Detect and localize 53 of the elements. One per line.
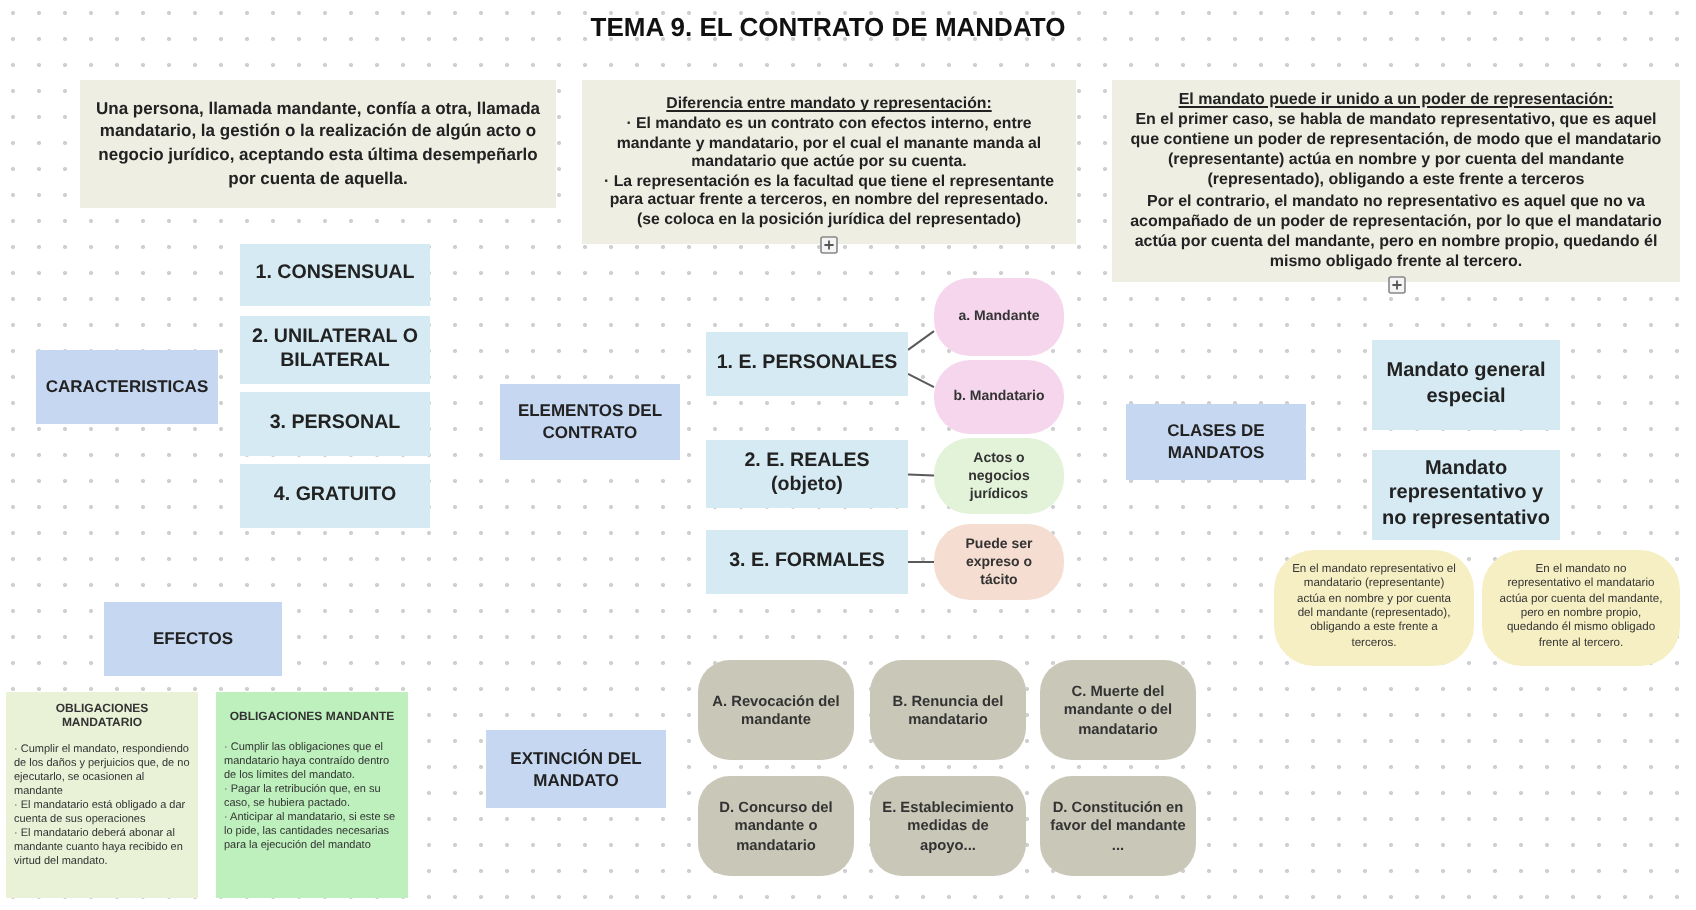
note-paragraph: Por el contrario, el mandato no representativo es aquel que no va acompañado de un poder de representación, por lo que el mandatario actúa por cuenta del mandante, pero en nombre propio, quedando él mismo obligado frente al tercero. bbox=[1128, 191, 1664, 273]
item-box bbox=[240, 316, 430, 384]
item-box bbox=[240, 392, 430, 456]
item-label: 3. E. FORMALES bbox=[729, 549, 885, 575]
rounded-note bbox=[1274, 550, 1474, 666]
rounded-box bbox=[870, 660, 1026, 760]
connector-line bbox=[907, 561, 935, 563]
rounded-box bbox=[698, 776, 854, 876]
category-box bbox=[486, 730, 666, 808]
connector-line bbox=[907, 330, 935, 351]
rounded-box bbox=[698, 660, 854, 760]
item-box bbox=[706, 332, 908, 396]
item-label: 1. E. PERSONALES bbox=[716, 351, 898, 377]
definition-text: Una persona, llamada mandante, confía a otra, llamada mandatario, la gestión o la realización de algún acto o negocio jurídico, aceptando esta última desempeñarlo por cuenta de aquella. bbox=[96, 97, 540, 191]
rounded-box bbox=[870, 776, 1026, 876]
explanation-note bbox=[1112, 80, 1680, 282]
item-box bbox=[1372, 340, 1560, 430]
note-heading: El mandato puede ir unido a un poder de representación: bbox=[1178, 89, 1614, 110]
category-box bbox=[1126, 404, 1306, 480]
item-label: 3. PERSONAL bbox=[269, 411, 401, 437]
item-label: 4. GRATUITO bbox=[273, 483, 397, 509]
category-label: EXTINCIÓN DEL MANDATO bbox=[508, 747, 644, 791]
category-box bbox=[36, 350, 218, 424]
item-box bbox=[706, 530, 908, 594]
item-box bbox=[240, 464, 430, 528]
rounded-note bbox=[1482, 550, 1680, 666]
item-label: 2. E. REALES (objeto) bbox=[742, 449, 872, 499]
category-label: CARACTERISTICAS bbox=[45, 376, 209, 398]
category-box bbox=[500, 384, 680, 460]
category-label: ELEMENTOS DEL CONTRATO bbox=[515, 400, 665, 444]
rounded-box bbox=[1040, 776, 1196, 876]
rounded-box bbox=[1040, 660, 1196, 760]
rounded-box bbox=[934, 438, 1064, 514]
item-box bbox=[240, 244, 430, 306]
explanation-note bbox=[582, 80, 1076, 244]
connector-line bbox=[907, 372, 935, 389]
category-label: CLASES DE MANDATOS bbox=[1165, 420, 1267, 464]
definition-note bbox=[80, 80, 556, 208]
category-box bbox=[104, 602, 282, 676]
item-label: 2. UNILATERAL O BILATERAL bbox=[250, 325, 420, 375]
obligations-card bbox=[216, 692, 408, 898]
rounded-box bbox=[934, 524, 1064, 600]
connector-line bbox=[907, 473, 935, 477]
item-box bbox=[706, 440, 908, 508]
item-label: Mandato general especial bbox=[1384, 360, 1548, 410]
item-label: 1. CONSENSUAL bbox=[255, 262, 415, 288]
rounded-box bbox=[934, 278, 1064, 356]
obligations-card bbox=[6, 692, 198, 898]
item-label: Mandato representativo y no representativo bbox=[1380, 457, 1552, 533]
note-paragraph: En el primer caso, se habla de mandato representativo, que es aquel que contiene un poder de representación, de modo que el mandatario (representante) actúa en nombre y por cuenta del mandante (representado), obligando a este frente a terceros bbox=[1128, 109, 1664, 192]
category-label: EFECTOS bbox=[153, 628, 233, 650]
diagram-title: TEMA 9. EL CONTRATO DE MANDATO bbox=[590, 10, 1066, 46]
rounded-box bbox=[934, 360, 1064, 434]
